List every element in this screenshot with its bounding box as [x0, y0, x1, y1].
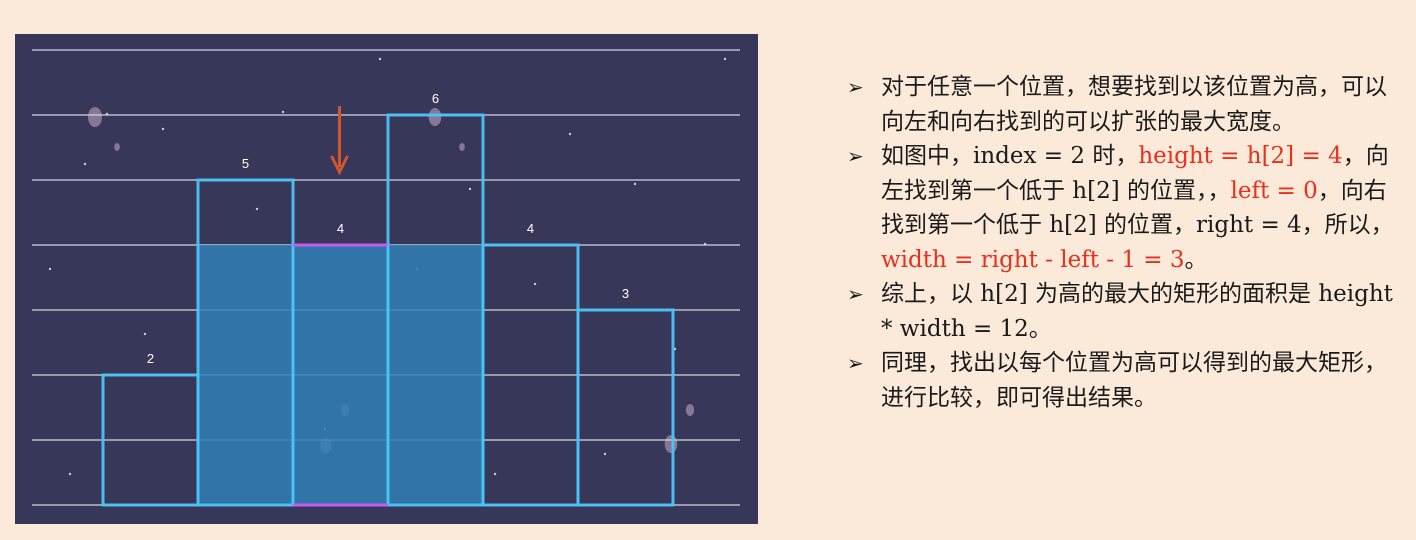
histogram-diagram: 2 5 4 6 4 3: [15, 34, 758, 524]
star-dot: [603, 452, 607, 456]
star-glow: [459, 143, 465, 151]
bar-label-5: 3: [622, 286, 629, 301]
star-dot: [468, 187, 472, 191]
note-highlight-text: left = 0: [1230, 177, 1318, 204]
arrow-bullet-icon: ➢: [847, 282, 864, 306]
note-item: ➢ 综上，以 h[2] 为高的最大的矩形的面积是 height * width =…: [845, 277, 1405, 346]
bar-value-labels: 2 5 4 6 4 3: [147, 91, 629, 366]
star-dot: [68, 472, 72, 476]
bar-label-0: 2: [147, 351, 154, 366]
star-dot: [143, 332, 147, 336]
note-item: ➢ 如图中，index = 2 时，height = h[2] = 4，向左找到第…: [845, 139, 1405, 277]
star-glow: [664, 435, 678, 453]
star-glow: [685, 404, 695, 416]
star-dot: [723, 57, 727, 61]
star-dot: [378, 57, 382, 61]
star-glow: [428, 108, 442, 126]
bar-5: [576, 308, 675, 507]
note-text: 。: [1184, 246, 1208, 273]
star-dot: [281, 110, 285, 114]
max-rectangle-fill: [198, 245, 483, 505]
selected-index-arrow: [330, 106, 349, 176]
star-glow: [88, 107, 102, 127]
arrow-bullet-icon: ➢: [847, 351, 864, 375]
histogram-svg: 2 5 4 6 4 3: [32, 49, 740, 507]
star-dot: [633, 182, 637, 186]
note-text: 如图中，index = 2 时，: [881, 143, 1139, 169]
bar-label-2: 4: [337, 221, 344, 236]
note-text: 综上，以 h[2] 为高的最大的矩形的面积是 height * width = …: [881, 281, 1393, 342]
bar-label-1: 5: [242, 156, 249, 171]
note-text: 对于任意一个位置，想要找到以该位置为高，可以向左和向右找到的可以扩张的最大宽度。: [881, 74, 1387, 135]
arrow-bullet-icon: ➢: [847, 144, 864, 168]
arrow-head: [330, 155, 349, 176]
note-highlight-text: height = h[2] = 4: [1138, 143, 1343, 169]
note-item: ➢ 对于任意一个位置，想要找到以该位置为高，可以向左和向右找到的可以扩张的最大宽度…: [845, 70, 1405, 139]
star-dot: [48, 267, 52, 271]
star-glow: [114, 143, 120, 151]
star-dot: [161, 127, 165, 131]
star-dot: [255, 207, 259, 211]
note-text: ，向右找到第一个低于 h[2] 的位置，right = 4，所以，: [881, 177, 1394, 239]
explanation-notes: ➢ 对于任意一个位置，想要找到以该位置为高，可以向左和向右找到的可以扩张的最大宽度…: [845, 70, 1405, 415]
star-dot: [568, 132, 572, 136]
arrow-bullet-icon: ➢: [847, 75, 864, 99]
note-item: ➢ 同理，找出以每个位置为高可以得到的最大矩形，进行比较，即可得出结果。: [845, 346, 1405, 415]
bar-label-3: 6: [432, 91, 439, 106]
max-rectangle-highlight: [198, 245, 483, 505]
star-dot: [83, 162, 87, 166]
bar-label-4: 4: [527, 221, 534, 236]
star-dot: [533, 282, 537, 286]
note-highlight-text: width = right - left - 1 = 3: [881, 246, 1185, 273]
bars: [101, 113, 675, 507]
note-text: 同理，找出以每个位置为高可以得到的最大矩形，进行比较，即可得出结果。: [881, 350, 1387, 411]
note-text: ，向左找到第一个低于 h[2] 的位置，，: [881, 143, 1389, 204]
star-dot: [493, 472, 497, 476]
